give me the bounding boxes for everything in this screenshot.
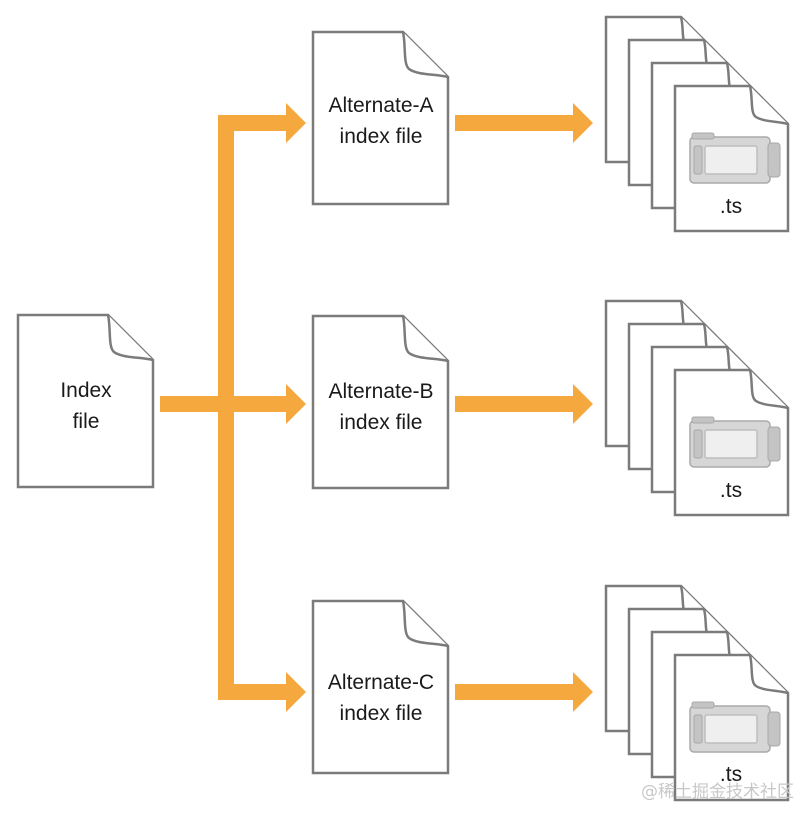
video-camera-icon [689, 416, 781, 468]
watermark: @稀土掘金技术社区 [641, 782, 794, 802]
alternate-b-document: Alternate-B index file [311, 314, 450, 490]
segment-stack-b: .ts [604, 299, 790, 517]
index-file-label-line1: Index [60, 379, 112, 402]
segment-a-label: .ts [720, 195, 742, 218]
alternate-b-label-line2: index file [340, 411, 423, 434]
video-camera-icon [689, 132, 781, 184]
alternate-a-label-line2: index file [340, 125, 423, 148]
video-camera-icon [689, 701, 781, 753]
arrow-to-alternate-a [218, 103, 306, 143]
alternate-c-document: Alternate-C index file [311, 599, 450, 775]
alternate-a-document: Alternate-A index file [311, 30, 450, 206]
segment-b-label: .ts [720, 479, 742, 502]
connector-arrows [160, 103, 593, 712]
arrow-to-alternate-c [218, 672, 306, 712]
arrow-to-segments-a [455, 103, 593, 143]
alternate-a-label-line1: Alternate-A [328, 94, 433, 117]
arrow-to-segments-c [455, 672, 593, 712]
arrow-to-alternate-b [234, 384, 306, 424]
alternate-c-label-line1: Alternate-C [328, 671, 434, 694]
segment-stack-c: .ts [604, 584, 790, 802]
root-horizontal-bar [160, 396, 234, 412]
alternate-c-label-line2: index file [340, 702, 423, 725]
segment-c-label: .ts [720, 763, 742, 786]
arrow-to-segments-b [455, 384, 593, 424]
segment-stack-a: .ts [604, 15, 790, 233]
alternate-b-label-line1: Alternate-B [328, 380, 433, 403]
index-file-label-line2: file [73, 410, 100, 433]
index-file-document: Index file [16, 313, 155, 489]
